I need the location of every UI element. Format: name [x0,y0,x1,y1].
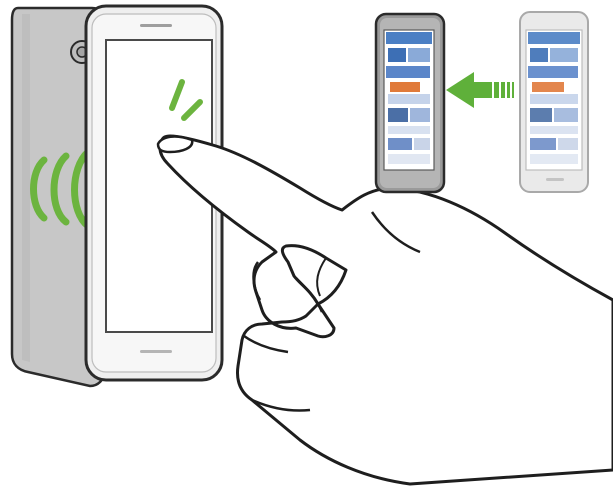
webpage-thumbnail [528,32,580,164]
earpiece-speaker [140,24,172,27]
webpage-thumbnail [386,32,432,164]
arrow-left-icon [446,72,514,108]
receiving-phone [376,14,444,192]
sending-phone [520,12,588,192]
